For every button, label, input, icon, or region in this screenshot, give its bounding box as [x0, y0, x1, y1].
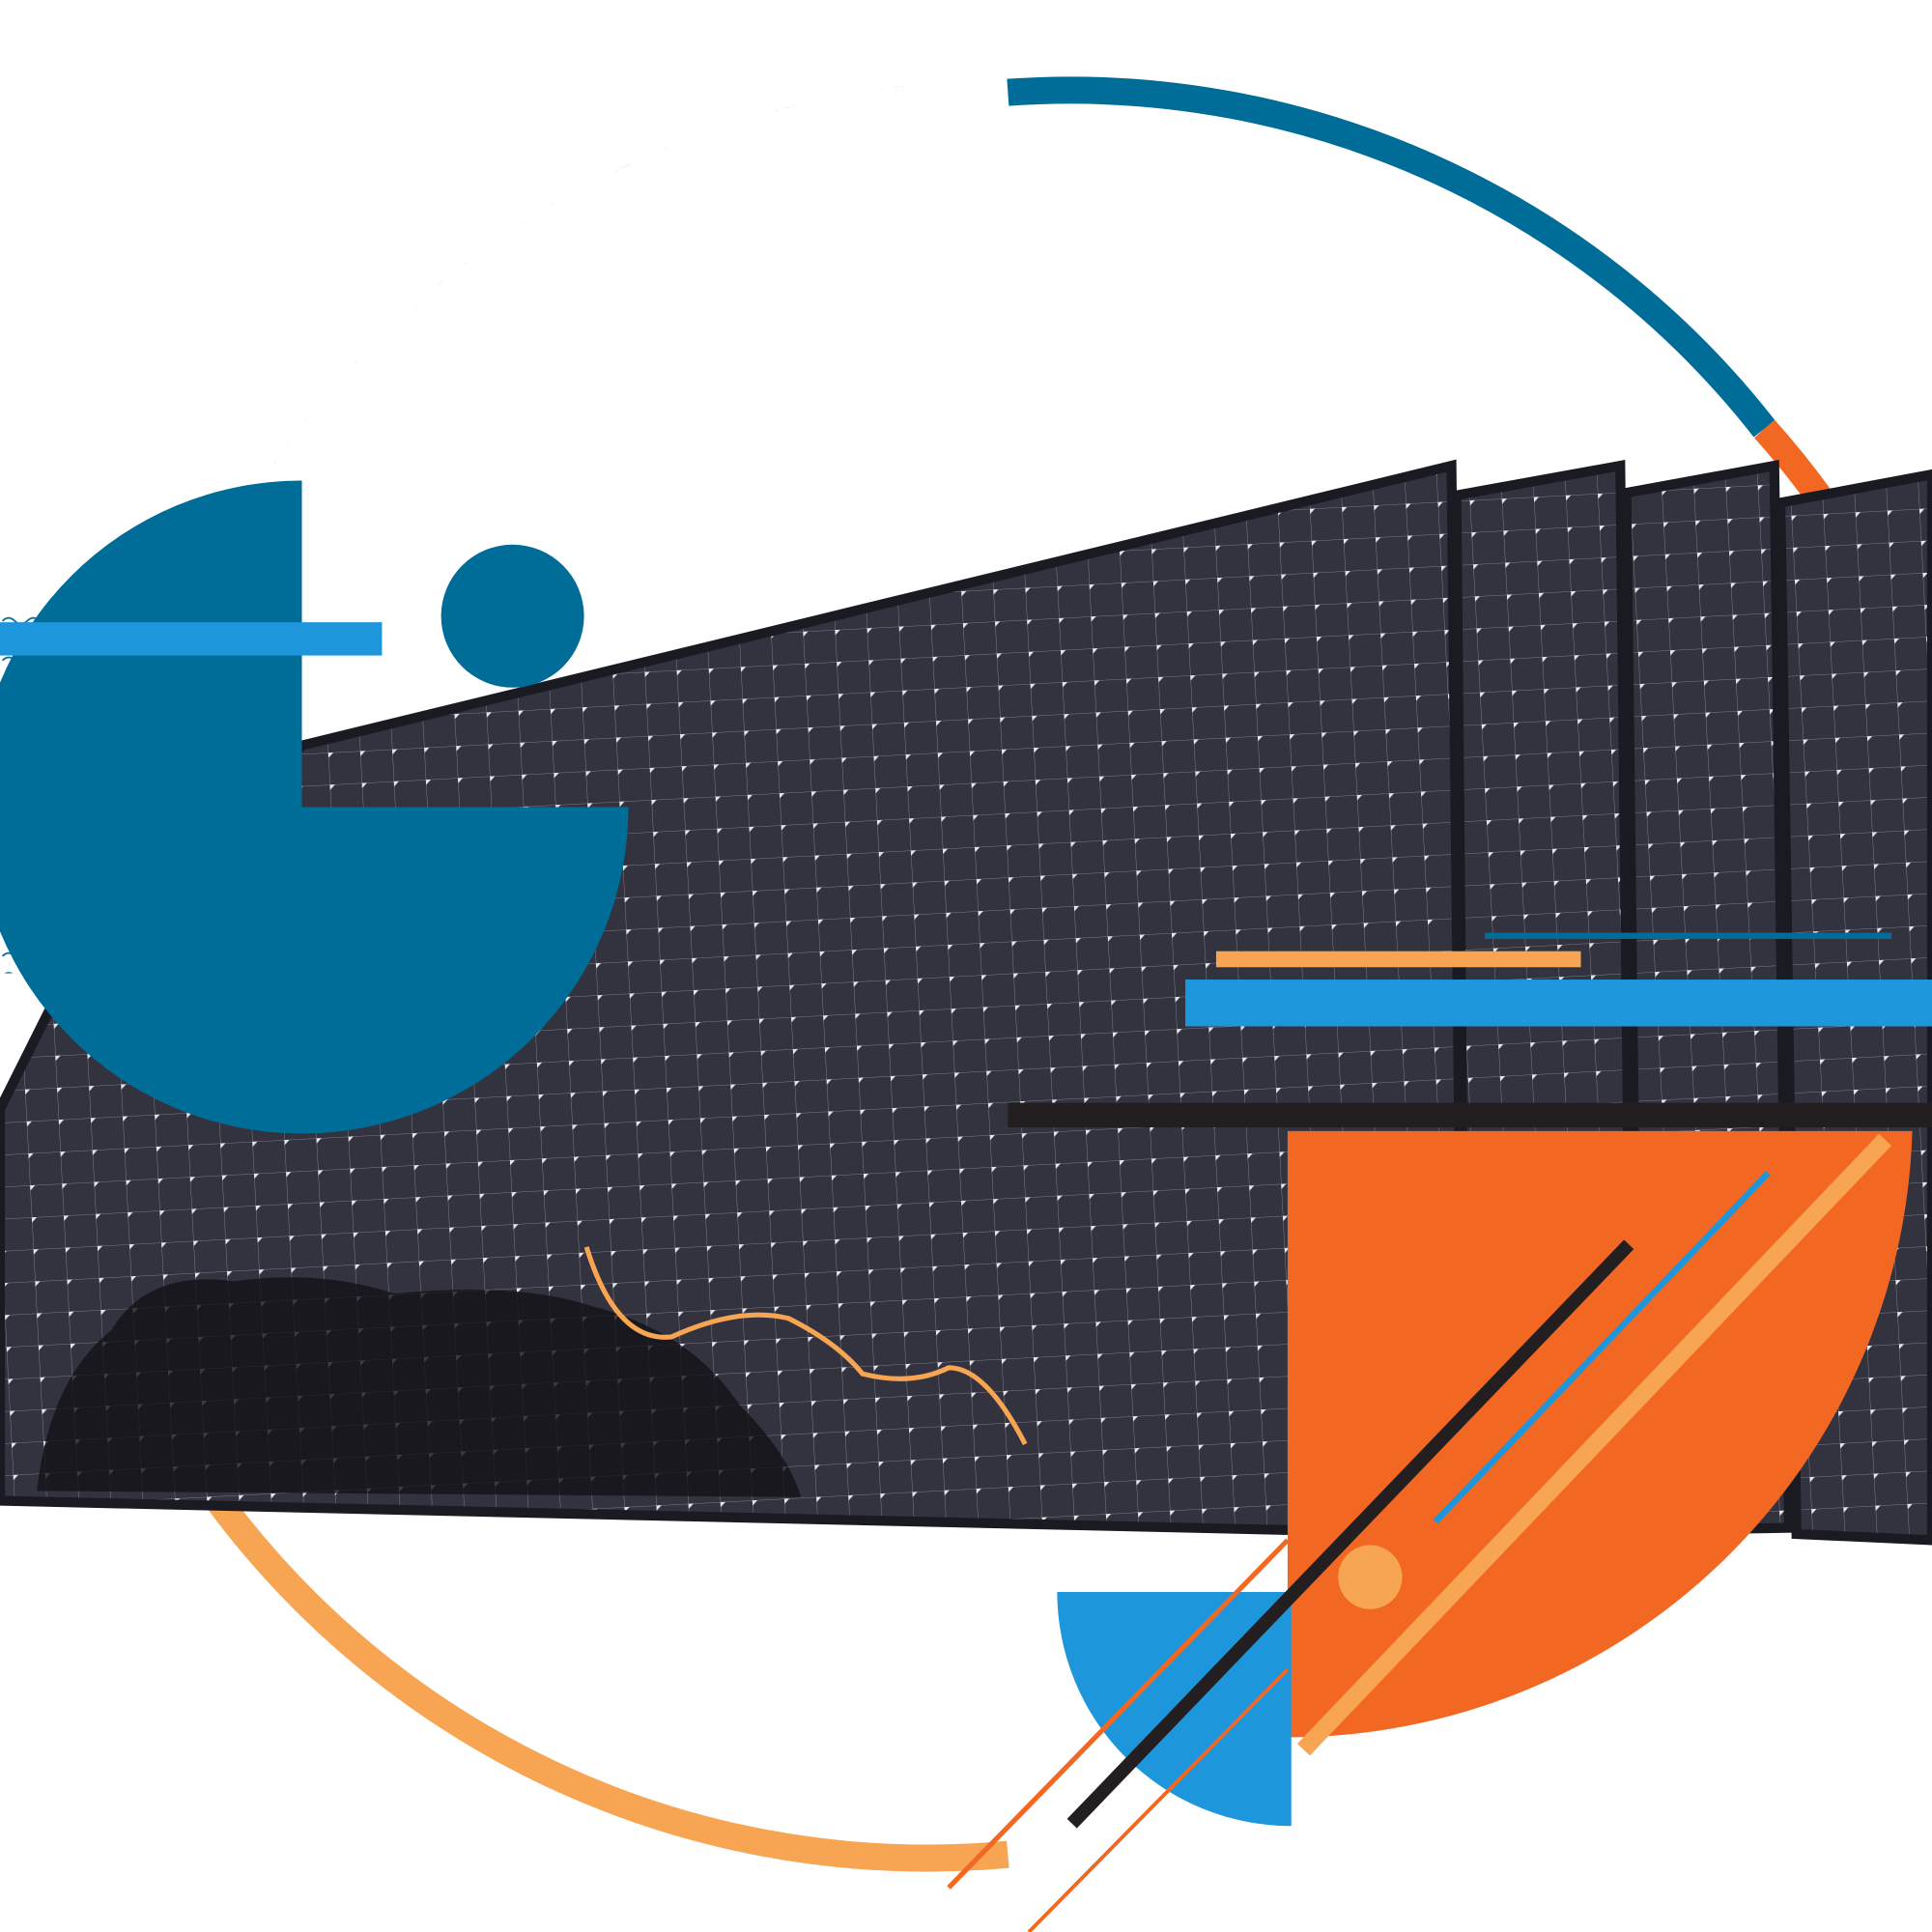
light-orange-dot [1338, 1545, 1403, 1609]
sky-blue-bar-right [1185, 980, 1932, 1027]
light-orange-bar [1215, 951, 1581, 968]
tree-reflection [37, 1277, 802, 1497]
teal-thin-line [1484, 932, 1891, 939]
sky-blue-bar-left [0, 622, 383, 656]
black-bar [1008, 1102, 1932, 1128]
blue-thin-diagonal [1433, 1171, 1771, 1524]
teal-dot [440, 544, 584, 688]
orange-squiggle [583, 1246, 1028, 1446]
light-orange-diagonal [1297, 1133, 1891, 1756]
orange-thin-diagonal-1 [947, 1538, 1290, 1889]
solar-panels [0, 459, 1932, 1546]
black-diagonal [1066, 1239, 1634, 1829]
orange-thin-diagonal-2 [1027, 1667, 1290, 1932]
ring-arc-blue [1007, 76, 1776, 438]
ring-arc-orange-bottom [204, 1489, 1009, 1872]
